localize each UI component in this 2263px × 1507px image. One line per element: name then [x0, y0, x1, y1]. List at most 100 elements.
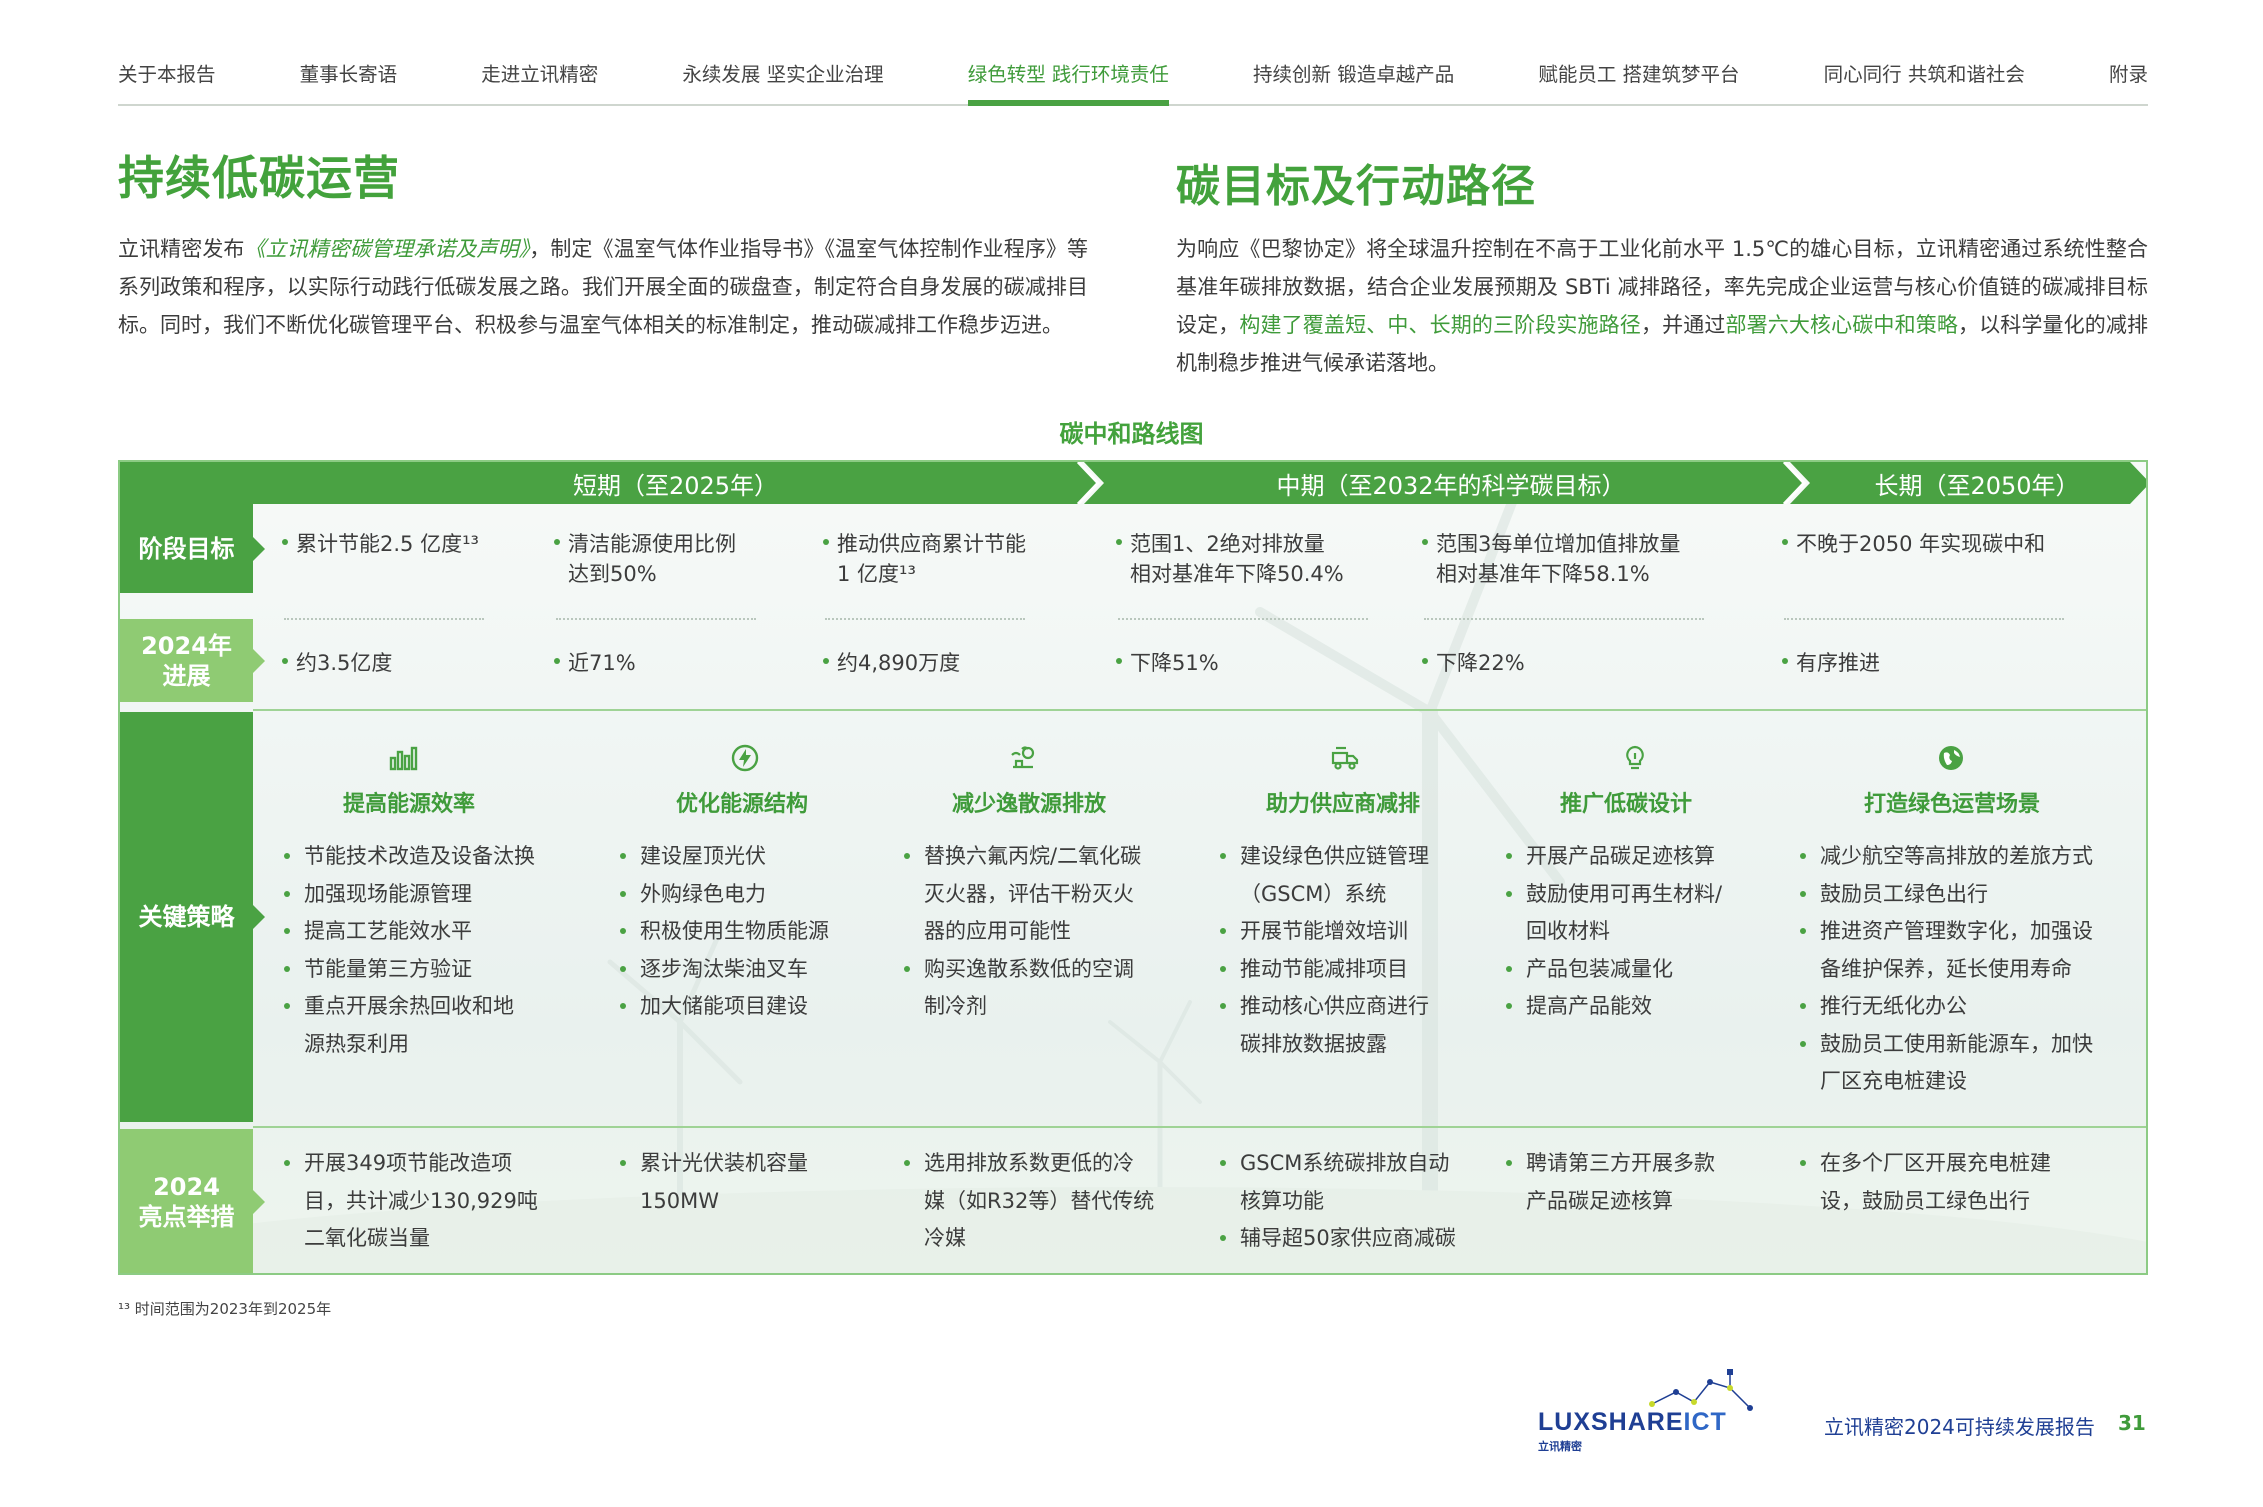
divider — [556, 618, 756, 620]
strategy-item: 加大储能项目建设 — [620, 988, 900, 1026]
highlight-list: GSCM系统碳排放自动核算功能辅导超50家供应商减碳 — [1220, 1145, 1500, 1258]
goal-cell: 不晚于2050 年实现碳中和 — [1782, 529, 2112, 559]
strategy-item: 提高工艺能效水平 — [284, 913, 584, 951]
section-title-carbon-target: 碳目标及行动路径 — [1176, 161, 1536, 212]
row-label-strategy: 关键策略 — [120, 712, 265, 1122]
logo-sub-text: 立讯精密 — [1538, 1440, 1582, 1453]
strategy-list: 替换六氟丙烷/二氧化碳灭火器，评估干粉灭火器的应用可能性购买逸散系数低的空调制冷… — [904, 838, 1184, 1026]
fugitive-emission-icon — [1011, 746, 1035, 769]
strategy-item: 替换六氟丙烷/二氧化碳灭火器，评估干粉灭火器的应用可能性 — [904, 838, 1184, 951]
divider — [1784, 618, 2064, 620]
logo-main-text: LUXSHARE — [1538, 1408, 1684, 1436]
strategy-item: 推动节能减排项目 — [1220, 951, 1500, 989]
strategy-item: 购买逸散系数低的空调制冷剂 — [904, 951, 1184, 1026]
carbon-commitment-link: 《立讯精密碳管理承诺及声明》 — [244, 237, 530, 261]
progress-cell: 下降51% — [1116, 648, 1219, 678]
carbon-neutral-roadmap: 短期（至2025年） 中期（至2032年的科学碳目标） 长期（至2050年） 阶… — [118, 460, 2148, 1275]
goal-cell: 清洁能源使用比例达到50% — [554, 529, 794, 589]
tab-appendix[interactable]: 附录 — [2108, 63, 2148, 86]
strategy-item: 节能技术改造及设备汰换 — [284, 838, 584, 876]
highlight-list: 开展349项节能改造项目，共计减少130,929吨二氧化碳当量 — [284, 1145, 584, 1258]
highlight-item: 辅导超50家供应商减碳 — [1220, 1220, 1500, 1258]
page-number: 31 — [2118, 1411, 2146, 1435]
phase-arrow-bar — [253, 462, 2146, 504]
divider — [825, 618, 1025, 620]
bar-chart-icon — [389, 746, 418, 771]
strategy-item: 建设屋顶光伏 — [620, 838, 900, 876]
strategy-item: 节能量第三方验证 — [284, 951, 584, 989]
strategy-item: 重点开展余热回收和地源热泵利用 — [284, 988, 584, 1063]
tab-governance[interactable]: 永续发展 坚实企业治理 — [682, 63, 884, 86]
highlight-item: GSCM系统碳排放自动核算功能 — [1220, 1145, 1500, 1220]
row-label-goal: 阶段目标 — [120, 504, 265, 593]
highlight-item: 选用排放系数更低的冷媒（如R32等）替代传统冷媒 — [904, 1145, 1184, 1258]
progress-cell: 约4,890万度 — [823, 648, 960, 678]
strategy-list: 开展产品碳足迹核算鼓励使用可再生材料/回收材料产品包装减量化提高产品能效 — [1506, 838, 1786, 1026]
highlight-item: 在多个厂区开展充电桩建设，鼓励员工绿色出行 — [1800, 1145, 2140, 1220]
progress-cell: 有序推进 — [1782, 648, 1880, 678]
strategy-item: 积极使用生物质能源 — [620, 913, 900, 951]
luxshare-logo: LUXSHAREICT 立讯精密 — [1538, 1368, 1758, 1453]
report-name: 立讯精密2024可持续发展报告 — [1824, 1415, 2095, 1439]
highlight-list: 选用排放系数更低的冷媒（如R32等）替代传统冷媒 — [904, 1145, 1184, 1258]
phase-short-term: 短期（至2025年） — [572, 471, 779, 500]
tab-innovation[interactable]: 持续创新 锻造卓越产品 — [1253, 63, 1455, 86]
strategy-item: 开展节能增效培训 — [1220, 913, 1500, 951]
tab-chairman-message[interactable]: 董事长寄语 — [299, 63, 398, 86]
phase-long-term: 长期（至2050年） — [1874, 471, 2080, 500]
strategy-item: 推动核心供应商进行碳排放数据披露 — [1220, 988, 1500, 1063]
strategy-list: 建设屋顶光伏外购绿色电力积极使用生物质能源逐步淘汰柴油叉车加大储能项目建设 — [620, 838, 900, 1026]
divider — [1118, 618, 1368, 620]
logo-ict-text: ICT — [1683, 1408, 1727, 1436]
strategy-item: 加强现场能源管理 — [284, 876, 584, 914]
supplier-truck-icon — [1331, 746, 1359, 770]
tab-employees[interactable]: 赋能员工 搭建筑梦平台 — [1538, 63, 1740, 86]
strategy-item: 鼓励员工绿色出行 — [1800, 876, 2140, 914]
highlight-list: 聘请第三方开展多款产品碳足迹核算 — [1506, 1145, 1786, 1220]
carbon-target-paragraph: 为响应《巴黎协定》将全球温升控制在不高于工业化前水平 1.5℃的雄心目标，立讯精… — [1176, 237, 2149, 375]
row-separator — [253, 1126, 2146, 1128]
strategy-item: 逐步淘汰柴油叉车 — [620, 951, 900, 989]
strategy-list: 建设绿色供应链管理（GSCM）系统开展节能增效培训推动节能减排项目推动核心供应商… — [1220, 838, 1500, 1063]
highlight-item: 聘请第三方开展多款产品碳足迹核算 — [1506, 1145, 1786, 1220]
phase-mid-term: 中期（至2032年的科学碳目标） — [1276, 471, 1626, 500]
low-carbon-paragraph: 立讯精密发布《立讯精密碳管理承诺及声明》，制定《温室气体作业指导书》《温室气体控… — [118, 237, 1089, 337]
strategy-list: 减少航空等高排放的差旅方式鼓励员工绿色出行推进资产管理数字化，加强设备维护保养，… — [1800, 838, 2140, 1101]
footnote: ¹³ 时间范围为2023年到2025年 — [118, 1300, 332, 1318]
goal-cell: 范围1、2绝对排放量相对基准年下降50.4% — [1116, 529, 1396, 589]
tab-about-report[interactable]: 关于本报告 — [118, 63, 216, 86]
top-navigation: 关于本报告 董事长寄语 走进立讯精密 永续发展 坚实企业治理 绿色转型 践行环境… — [118, 52, 2148, 106]
goal-cell: 范围3每单位增加值排放量相对基准年下降58.1% — [1422, 529, 1722, 589]
tab-society[interactable]: 同心同行 共筑和谐社会 — [1823, 63, 2025, 86]
strategy-list: 节能技术改造及设备汰换加强现场能源管理提高工艺能效水平节能量第三方验证重点开展余… — [284, 838, 584, 1063]
strategy-item: 开展产品碳足迹核算 — [1506, 838, 1786, 876]
strategy-item: 产品包装减量化 — [1506, 951, 1786, 989]
section-title-low-carbon: 持续低碳运营 — [118, 151, 400, 205]
goal-cell: 累计节能2.5 亿度¹³ — [282, 529, 512, 559]
energy-bolt-icon — [731, 744, 759, 772]
strategy-item: 推进资产管理数字化，加强设备维护保养，延长使用寿命 — [1800, 913, 2140, 988]
roadmap-title: 碳中和路线图 — [1059, 420, 1204, 448]
lowcarbon-bulb-icon — [1626, 745, 1644, 770]
divider — [1424, 618, 1704, 620]
strategy-item: 减少航空等高排放的差旅方式 — [1800, 838, 2140, 876]
progress-cell: 近71% — [554, 648, 636, 678]
highlight-item: 开展349项节能改造项目，共计减少130,929吨二氧化碳当量 — [284, 1145, 584, 1258]
logo-network-graphic — [1649, 1369, 1753, 1411]
wind-turbine-background — [120, 477, 2146, 1273]
divider — [284, 618, 484, 620]
row-separator — [253, 709, 2146, 711]
progress-cell: 下降22% — [1422, 648, 1525, 678]
progress-cell: 约3.5亿度 — [282, 648, 392, 678]
strategy-item: 外购绿色电力 — [620, 876, 900, 914]
tab-about-luxshare[interactable]: 走进立讯精密 — [481, 63, 599, 86]
header-corner — [120, 462, 253, 504]
strategy-item: 建设绿色供应链管理（GSCM）系统 — [1220, 838, 1500, 913]
highlight-list: 在多个厂区开展充电桩建设，鼓励员工绿色出行 — [1800, 1145, 2140, 1220]
strategy-item: 鼓励员工使用新能源车，加快厂区充电桩建设 — [1800, 1026, 2140, 1101]
tab-environment[interactable]: 绿色转型 践行环境责任 — [967, 52, 1170, 106]
